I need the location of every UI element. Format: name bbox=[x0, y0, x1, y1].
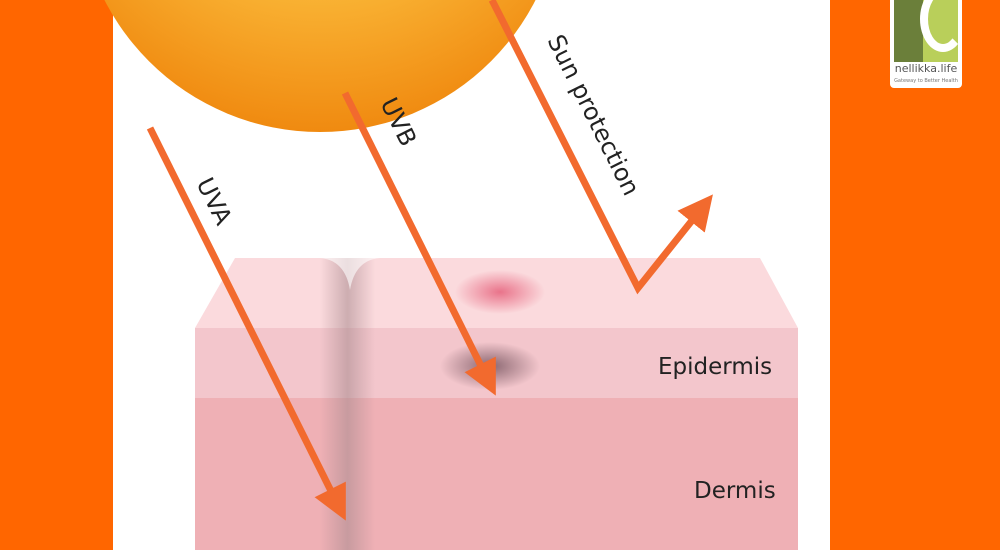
damage-spot bbox=[440, 342, 540, 390]
dermis-layer bbox=[195, 398, 798, 550]
wrinkle-groove bbox=[320, 258, 375, 550]
sun-protection-arrow bbox=[488, 0, 713, 295]
logo-tagline: Gateway to Better Health bbox=[894, 78, 958, 84]
sun bbox=[104, 0, 536, 132]
wrinkle bbox=[320, 258, 380, 290]
logo-artwork bbox=[894, 0, 962, 62]
epidermis-label: Epidermis bbox=[658, 354, 772, 380]
uva-arrow bbox=[146, 126, 346, 521]
logo-name: nellikka.life bbox=[894, 62, 958, 75]
sunburn-spot bbox=[455, 270, 545, 314]
uvb-arrow bbox=[341, 91, 496, 396]
dermis-label: Dermis bbox=[694, 478, 776, 504]
nellikka-logo: nellikka.life Gateway to Better Health bbox=[890, 0, 962, 88]
